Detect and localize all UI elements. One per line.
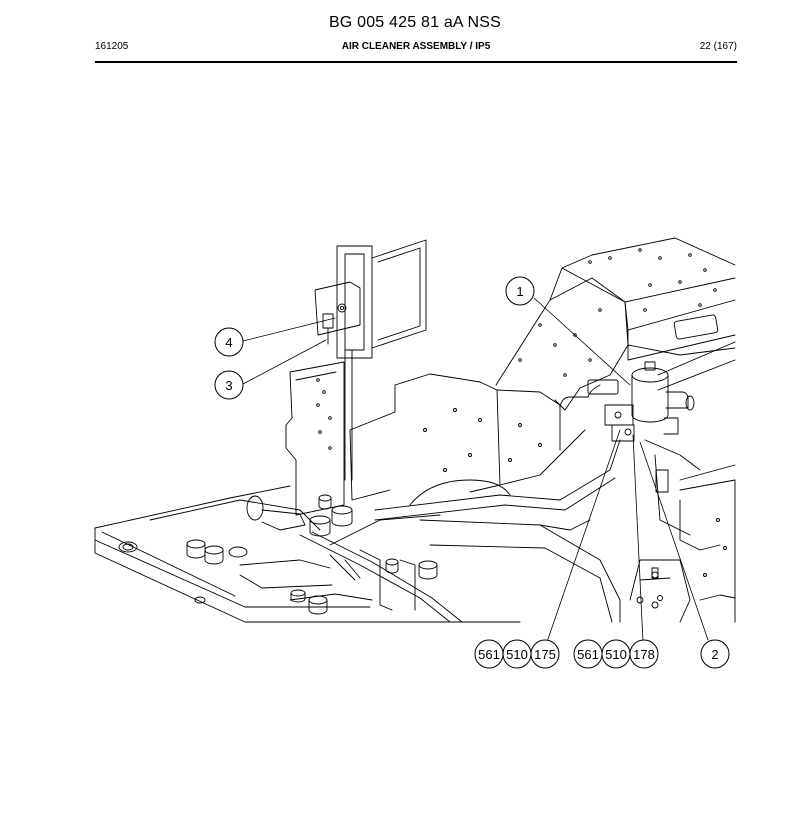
callout-510-a: 510 — [502, 639, 532, 669]
date-code: 161205 — [95, 41, 129, 52]
callout-label: 1 — [516, 284, 523, 299]
right-lower-frame — [629, 464, 736, 623]
left-wall-panel — [285, 361, 345, 516]
callout-1: 1 — [505, 276, 535, 306]
header-rule — [95, 61, 737, 63]
mounting-cylinders — [186, 494, 438, 615]
section-title: AIR CLEANER ASSEMBLY / IP5 — [341, 41, 491, 52]
callout-178: 178 — [629, 639, 659, 669]
page-label: 22 (167) — [699, 41, 737, 52]
callout-label: 561 — [478, 647, 500, 662]
callouts: 1 4 3 561 510 175 561 510 — [214, 276, 730, 669]
callout-label: 4 — [225, 335, 232, 350]
callout-label: 510 — [506, 647, 528, 662]
base-frame — [94, 485, 521, 623]
callout-label: 175 — [534, 647, 556, 662]
callout-label: 510 — [605, 647, 627, 662]
middle-frame-panel — [349, 373, 621, 623]
callout-510-b: 510 — [601, 639, 631, 669]
leader-lines — [242, 297, 709, 643]
callout-label: 3 — [225, 378, 232, 393]
callout-561-b: 561 — [573, 639, 603, 669]
callout-2: 2 — [700, 639, 730, 669]
callout-3: 3 — [214, 370, 244, 400]
upper-right-housing — [495, 237, 736, 411]
callout-4: 4 — [214, 327, 244, 357]
callout-label: 2 — [711, 647, 718, 662]
callout-561-a: 561 — [474, 639, 504, 669]
callout-label: 561 — [577, 647, 599, 662]
vertical-bracket-assembly — [314, 239, 427, 481]
callout-175: 175 — [530, 639, 560, 669]
callout-label: 178 — [633, 647, 655, 662]
document-number: BG 005 425 81 aA NSS — [328, 14, 502, 31]
